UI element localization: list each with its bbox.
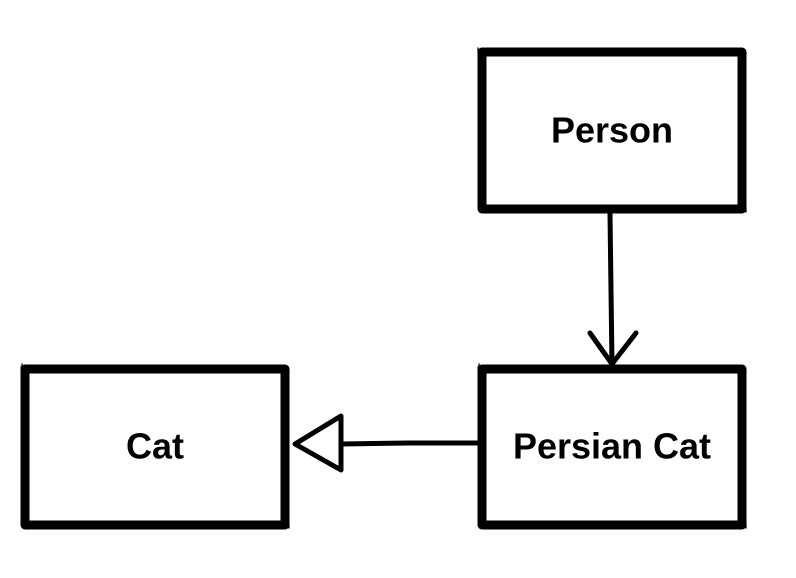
hollow-triangle-arrowhead-icon (292, 413, 344, 473)
node-persian-cat-sketch-edge (477, 363, 747, 530)
node-cat-label: Cat (126, 426, 184, 467)
edge-person-to-persian-cat[interactable] (587, 211, 639, 367)
node-persian-cat-label: Persian Cat (513, 426, 711, 467)
open-arrowhead-icon (587, 330, 639, 367)
node-cat[interactable]: Cat (20, 363, 290, 530)
edge-persian-cat-to-cat-line (338, 440, 481, 447)
node-person-label: Person (551, 110, 673, 151)
edge-person-to-persian-cat-line (607, 211, 615, 367)
node-cat-sketch-edge (20, 363, 290, 530)
node-persian-cat[interactable]: Persian Cat (477, 363, 747, 530)
edge-persian-cat-to-cat[interactable] (292, 413, 481, 473)
node-person-sketch-edge (477, 47, 747, 214)
node-person[interactable]: Person (477, 47, 747, 214)
